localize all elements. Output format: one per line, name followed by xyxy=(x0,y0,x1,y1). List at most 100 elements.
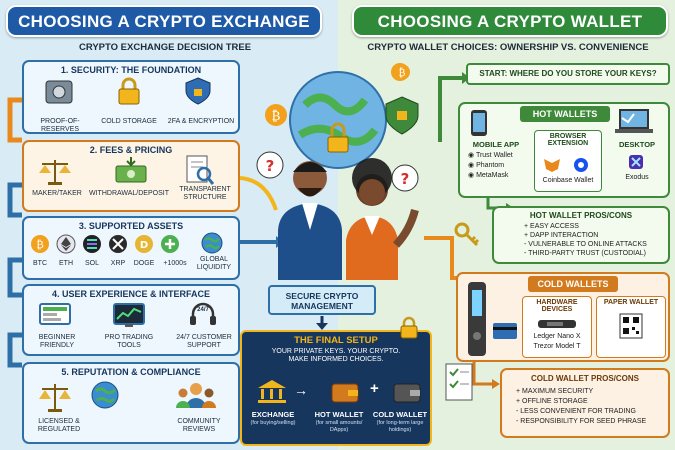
doge-icon: D xyxy=(135,235,153,253)
final-setup-text: YOUR PRIVATE KEYS. YOUR CRYPTO. MAKE INF… xyxy=(271,348,401,363)
hardware-title: HARDWARE DEVICES xyxy=(536,299,578,313)
ethereum-icon xyxy=(56,234,76,254)
step-sub: (for small amounts/ DApps) xyxy=(315,420,363,433)
chart-screen-icon xyxy=(113,303,145,327)
final-setup-box: THE FINAL SETUP YOUR PRIVATE KEYS. YOUR … xyxy=(240,330,432,446)
cold-wallets-title: COLD WALLETS xyxy=(528,276,618,292)
hot-wallets-card: HOT WALLETS MOBILE APP ◉ Trust Wallet ◉ … xyxy=(458,102,670,198)
hardware-card: HARDWARE DEVICES Ledger Nano X Trezor Mo… xyxy=(522,296,592,358)
browser-card: BROWSER EXTENSION Coinbase Wallet xyxy=(534,130,602,192)
padlock-icon xyxy=(118,77,140,105)
step-title: COLD WALLET xyxy=(372,410,428,419)
flow-arrow: → xyxy=(294,382,308,398)
exchange-subtitle: CRYPTO EXCHANGE DECISION TREE xyxy=(78,42,252,53)
con-item: - THIRD-PARTY TRUST (CUSTODIAL) xyxy=(524,250,646,257)
hot-pros-cons: HOT WALLET PROS/CONS + EASY ACCESS + DAP… xyxy=(492,206,670,264)
con-item: - RESPONSIBILITY FOR SEED PHRASE xyxy=(516,418,647,425)
item-label: 2FA & ENCRYPTION xyxy=(167,118,235,125)
wallet-subtitle: CRYPTO WALLET CHOICES: OWNERSHIP VS. CON… xyxy=(367,42,649,53)
security-section: 1. SECURITY: THE FOUNDATION PROOF-OF-RES… xyxy=(22,60,240,134)
coin-label: BTC xyxy=(33,260,47,267)
item-label: MAKER/TAKER xyxy=(32,190,82,197)
item-label: TRANSPARENT STRUCTURE xyxy=(179,186,231,201)
phone-icon xyxy=(471,110,487,136)
bank-icon xyxy=(258,380,286,403)
wallet-name-text: Trust Wallet xyxy=(475,152,513,159)
laptop-icon xyxy=(615,109,653,133)
section-title: 5. REPUTATION & COMPLIANCE xyxy=(61,367,201,377)
pro-item: + OFFLINE STORAGE xyxy=(516,398,588,405)
svg-text:D: D xyxy=(140,240,148,251)
hot-wallet-icon xyxy=(331,383,359,403)
step-title: EXCHANGE xyxy=(251,410,295,419)
reputation-section: 5. REPUTATION & COMPLIANCE LICENSED & RE… xyxy=(22,362,240,444)
globe-icon xyxy=(201,232,223,254)
cold-pros-cons: COLD WALLET PROS/CONS + MAXIMUM SECURITY… xyxy=(500,368,670,438)
left-flow-arrows xyxy=(7,97,26,368)
section-title: 4. USER EXPERIENCE & INTERFACE xyxy=(51,289,211,299)
solana-icon xyxy=(83,235,101,253)
hot-wallets-title: HOT WALLETS xyxy=(520,106,610,122)
item-label: PRO TRADING TOOLS xyxy=(104,334,154,349)
globe-icon xyxy=(91,381,119,409)
coin-label: DOGE xyxy=(133,260,155,267)
scales-icon xyxy=(39,160,71,185)
start-box: START: WHERE DO YOU STORE YOUR KEYS? xyxy=(466,63,670,85)
svg-text:?: ? xyxy=(401,170,410,188)
support-badge: 24/7 xyxy=(197,307,209,313)
cold-wallet-icon xyxy=(393,383,421,403)
item-label: LICENSED & REGULATED xyxy=(37,418,81,433)
key-icon xyxy=(454,222,480,247)
paper-title: PAPER WALLET xyxy=(603,299,659,306)
wallet-name-text: MetaMask xyxy=(476,172,509,179)
plus-coins-icon xyxy=(161,235,179,253)
step-title: HOT WALLET xyxy=(314,410,364,419)
pro-item: + DAPP INTERACTION xyxy=(524,232,599,239)
bitcoin-icon: ₿ xyxy=(31,235,49,253)
checklist-icon xyxy=(445,363,473,401)
wallet-name: ◉ MetaMask xyxy=(468,172,509,179)
svg-text:₿: ₿ xyxy=(36,238,44,251)
item-label: WITHDRAWAL/DEPOSIT xyxy=(89,190,169,197)
hardware-device-icon xyxy=(468,282,486,356)
hardware-item: Ledger Nano X xyxy=(533,333,581,340)
vault-icon xyxy=(45,80,73,104)
ux-section: 4. USER EXPERIENCE & INTERFACE 24/7 BEGI… xyxy=(22,284,240,356)
browser-wallet: Coinbase Wallet xyxy=(542,177,594,184)
step-sub: (for long-term large holdings) xyxy=(376,420,424,433)
qr-code-icon xyxy=(619,313,643,339)
item-label: PROOF-OF-RESERVES xyxy=(40,118,80,133)
down-arrow xyxy=(316,316,328,330)
mobile-title: MOBILE APP xyxy=(472,140,520,149)
cold-pros-title: COLD WALLET PROS/CONS xyxy=(531,374,639,383)
wallet-name-text: Phantom xyxy=(476,162,505,169)
plus-sign: + xyxy=(370,380,379,397)
scales-icon xyxy=(39,384,71,412)
section-title: 2. FEES & PRICING xyxy=(89,145,173,155)
svg-text:₿: ₿ xyxy=(272,109,281,124)
item-label: BEGINNER FRIENDLY xyxy=(38,334,76,349)
xrp-icon xyxy=(109,235,127,253)
svg-text:?: ? xyxy=(266,157,275,175)
item-label: 24/7 CUSTOMER SUPPORT xyxy=(176,334,232,349)
coin-label: SOL xyxy=(84,260,99,267)
secure-management-label: SECURE CRYPTO MANAGEMENT xyxy=(268,285,376,315)
item-label: COLD STORAGE xyxy=(101,118,157,125)
paper-card: PAPER WALLET xyxy=(596,296,666,358)
fees-section: 2. FEES & PRICING MAKER/TAKER WITHDRAWAL… xyxy=(22,140,240,212)
people-illustration: ₿ ₿ ? ? xyxy=(256,63,419,280)
coinbase-icon xyxy=(574,158,588,172)
document-search-icon xyxy=(186,155,214,185)
step-sub: (for buying/selling) xyxy=(250,420,296,426)
padlock-icon xyxy=(400,316,418,339)
cold-pros-connector xyxy=(472,362,500,389)
coin-label: +1000s xyxy=(163,260,187,267)
hot-pros-title: HOT WALLET PROS/CONS xyxy=(529,211,633,220)
ledger-device-icon xyxy=(538,320,576,328)
final-setup-title: THE FINAL SETUP xyxy=(294,335,378,346)
con-item: - VULNERABLE TO ONLINE ATTACKS xyxy=(524,241,647,248)
wallet-name: ◉ Phantom xyxy=(468,162,505,169)
item-label: GLOBAL LIQUIDITY xyxy=(196,256,232,271)
con-item: - LESS CONVENIENT FOR TRADING xyxy=(516,408,636,415)
desktop-title: DESKTOP xyxy=(618,140,656,149)
